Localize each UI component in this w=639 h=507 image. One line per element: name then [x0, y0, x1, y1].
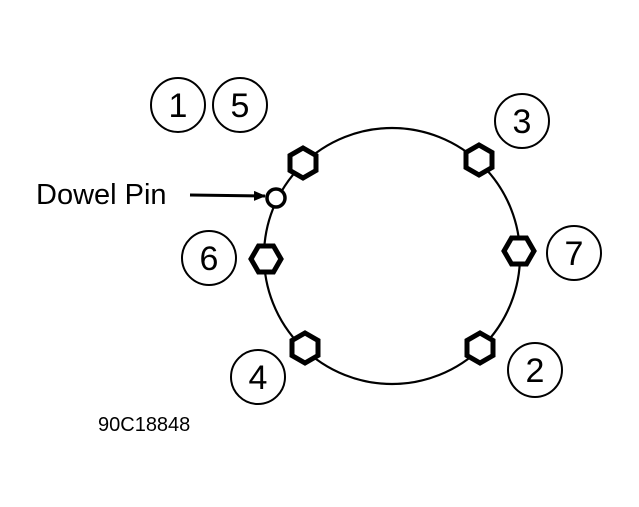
dowel-pin-arrow: [189, 190, 266, 201]
callout-2: 2: [507, 342, 563, 398]
bolt-top-left: [287, 145, 319, 181]
bolt-left: [248, 243, 284, 275]
callout-4: 4: [230, 349, 286, 405]
callout-6: 6: [181, 230, 237, 286]
callout-7-number: 7: [565, 235, 584, 273]
callout-2-number: 2: [526, 352, 545, 390]
callout-3-number: 3: [513, 103, 532, 141]
bolt-right: [501, 235, 537, 267]
dowel-pin: [265, 187, 287, 209]
callout-5: 5: [212, 77, 268, 133]
figure-code: 90C18848: [98, 414, 190, 436]
callout-3: 3: [494, 93, 550, 149]
callout-1: 1: [150, 77, 206, 133]
callout-4-number: 4: [249, 359, 268, 397]
callout-7: 7: [546, 225, 602, 281]
bolt-group: [248, 142, 537, 366]
bolt-bottom-right: [464, 330, 496, 366]
callout-6-number: 6: [200, 240, 219, 278]
dowel-pin-label: Dowel Pin: [36, 179, 167, 211]
callout-1-number: 1: [169, 87, 188, 125]
callout-5-number: 5: [231, 87, 250, 125]
bolt-top-right: [463, 142, 495, 178]
bolt-bottom-left: [289, 330, 321, 366]
